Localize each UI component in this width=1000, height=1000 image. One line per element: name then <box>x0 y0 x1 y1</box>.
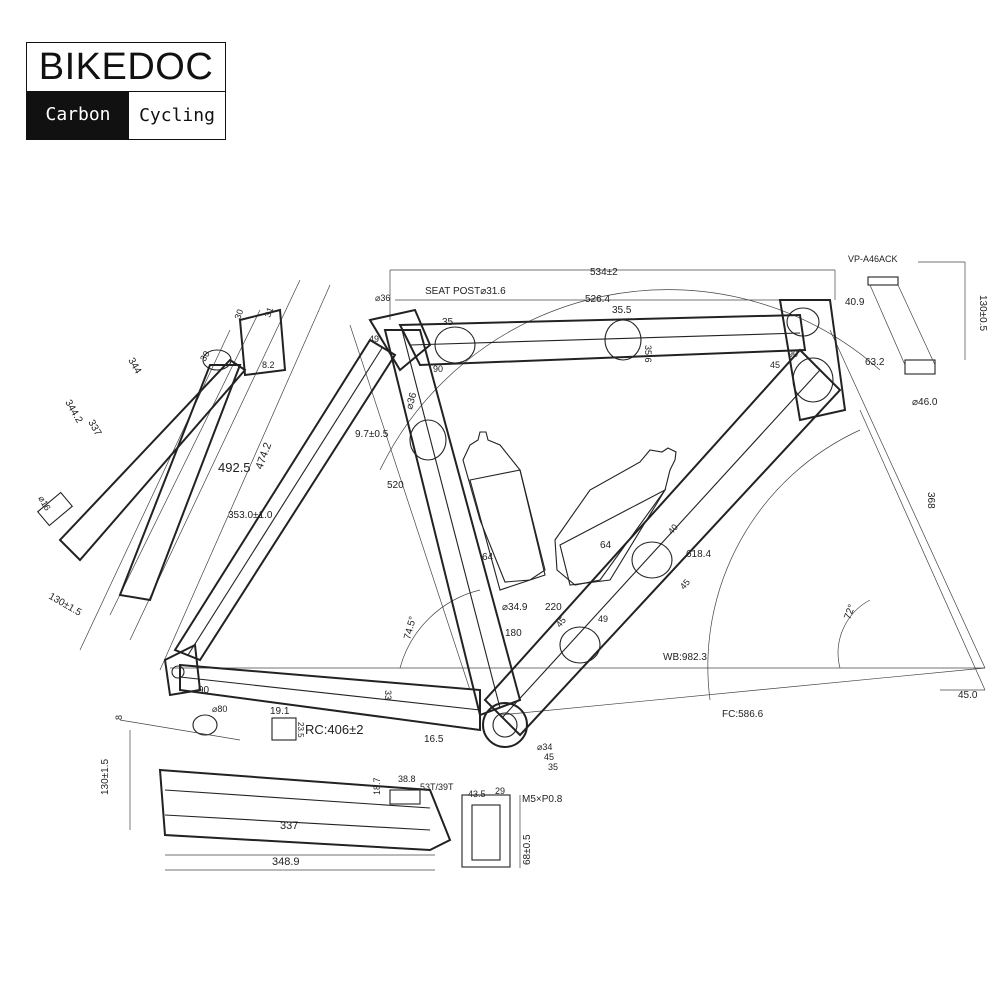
dim-43-5: 43.5 <box>468 789 486 799</box>
dim-130-rear2: 130±1.5 <box>100 758 111 795</box>
dim-180: 180 <box>505 628 522 639</box>
dim-30-b: 30 <box>198 349 212 363</box>
dim-49-b: 49 <box>598 614 608 624</box>
dim-40-9: 40.9 <box>845 297 865 308</box>
angle-74-5: 74.5° <box>402 615 419 641</box>
headset-code: VP-A46ACK <box>848 254 898 264</box>
dim-45-a: 45 <box>770 360 780 370</box>
dim-90-b: 90 <box>788 349 798 359</box>
dim-29: 29 <box>495 786 505 796</box>
construction-lines <box>79 269 986 716</box>
dim-90-a: 90 <box>433 364 443 374</box>
dim-46-0: ⌀46.0 <box>912 397 938 408</box>
dim-16-5: 16.5 <box>424 734 444 745</box>
dim-130-fork: 130±1.5 <box>47 591 84 619</box>
dim-top-tube: 526.4 <box>585 294 610 305</box>
dim-353: 353.0±1.0 <box>228 510 273 521</box>
dim-220: 220 <box>545 602 562 613</box>
front-center-label: FC:586.6 <box>722 709 764 720</box>
dim-31: 31 <box>262 306 275 319</box>
dim-520: 520 <box>387 480 404 491</box>
dim-40: 40 <box>666 522 680 536</box>
dim-45-0: 45.0 <box>958 690 978 701</box>
dim-344: 344 <box>125 356 143 376</box>
brand-logo: BIKEDOC Carbon Cycling <box>26 42 226 140</box>
dim-90-c: 90 <box>198 685 210 696</box>
dim-492-5: 492.5 <box>218 460 251 475</box>
main-frame <box>163 299 847 748</box>
dim-348-9: 348.9 <box>272 856 300 868</box>
dim-18-7: 18.7 <box>372 777 382 795</box>
dim-19-1: 19.1 <box>270 706 290 717</box>
dim-68: 68±0.5 <box>522 834 533 865</box>
dim-64-b: 64 <box>600 540 612 551</box>
dim-38-8: 38.8 <box>398 774 416 784</box>
dim-618-4: 618.4 <box>686 549 711 560</box>
dim-63-2: 63.2 <box>865 357 885 368</box>
dim-35-a: 35 <box>442 317 454 328</box>
dim-49: 49 <box>369 334 379 344</box>
dim-35-6: 35.6 <box>643 345 653 363</box>
dim-344-2: 344.2 <box>62 398 84 426</box>
chainstay-length: RC:406±2 <box>305 722 363 737</box>
thread-spec: M5×P0.8 <box>522 794 563 805</box>
dim-35-bb: 35 <box>548 762 558 772</box>
dim-23-5: 23.5 <box>296 722 305 738</box>
dim-seat-post: SEAT POST⌀31.6 <box>425 286 506 297</box>
fork <box>36 308 287 602</box>
headset-parts <box>867 261 966 375</box>
dim-16: ⌀16 <box>36 494 52 512</box>
dim-368: 368 <box>925 492 936 509</box>
dim-337-b: 337 <box>280 820 298 832</box>
rear-stay-detail <box>119 717 521 871</box>
dim-36-st: ⌀36 <box>404 391 419 411</box>
logo-carbon-text: Carbon <box>27 91 129 139</box>
water-bottles <box>462 431 677 591</box>
wheelbase-label: WB:982.3 <box>663 652 707 663</box>
dim-8: 8 <box>114 715 124 720</box>
dim-9-7: 9.7±0.5 <box>355 429 389 440</box>
dim-45-bb: 45 <box>544 752 554 762</box>
angle-72: 72° <box>842 603 858 621</box>
dim-45-c: 45 <box>554 615 568 629</box>
dim-64-a: 64 <box>482 552 494 563</box>
logo-cycling-text: Cycling <box>129 91 225 139</box>
dim-top-length: 534±2 <box>590 267 618 278</box>
logo-brand-text: BIKEDOC <box>38 46 214 88</box>
dim-337-a: 337 <box>85 418 103 438</box>
dim-474-2: 474.2 <box>254 441 275 471</box>
dim-33: 33 <box>383 690 393 700</box>
dim-130-rear: 130±0.5 <box>977 295 988 332</box>
dim-34-9: ⌀34.9 <box>502 602 528 613</box>
dim-36-top: ⌀36 <box>375 293 390 303</box>
dim-30-a: 30 <box>232 308 245 321</box>
dim-34-bb: ⌀34 <box>537 742 552 752</box>
dim-80: ⌀80 <box>212 704 227 714</box>
dim-8-2: 8.2 <box>262 360 275 370</box>
dim-35-5: 35.5 <box>612 305 632 316</box>
dimension-labels: 534±2 SEAT POST⌀31.6 526.4 35 35.5 35.6 … <box>36 254 988 868</box>
chainring-teeth: 53T/39T <box>420 782 454 792</box>
dim-45-b: 45 <box>678 577 692 591</box>
